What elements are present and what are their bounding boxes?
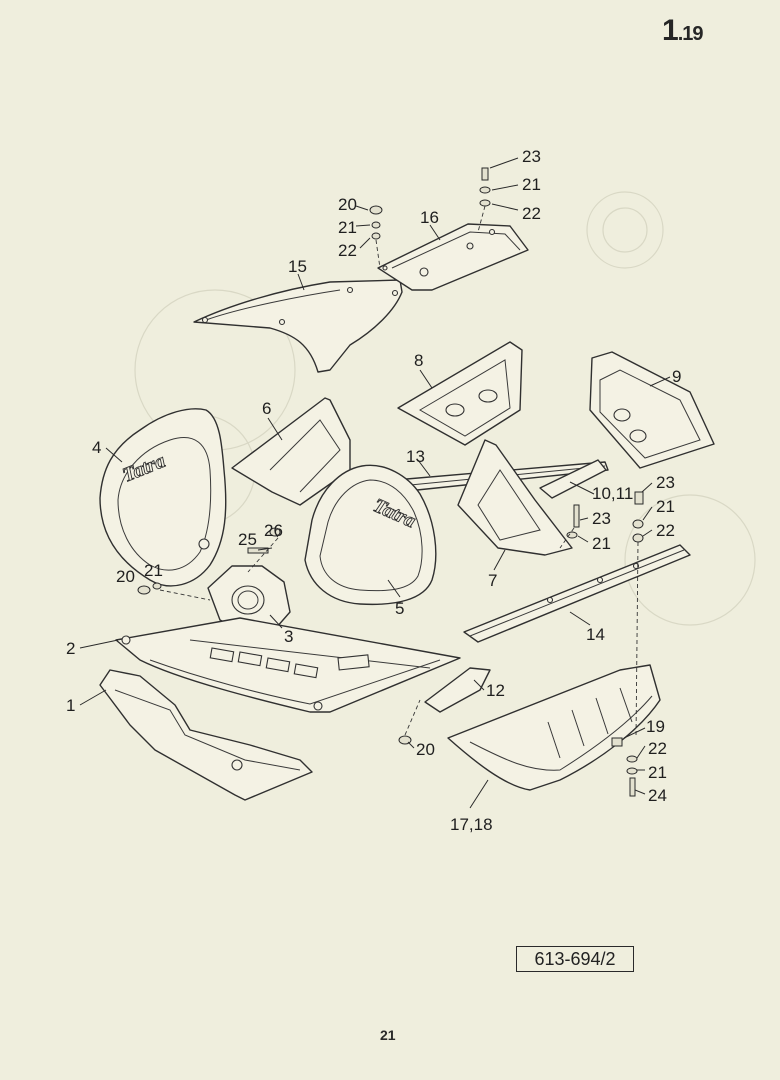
callout-12: 12 bbox=[486, 681, 505, 700]
page-number: 21 bbox=[380, 1027, 396, 1043]
callout-3: 3 bbox=[284, 627, 293, 646]
part-2-bottom-tray bbox=[115, 617, 461, 713]
callout-10-11: 10,11 bbox=[592, 484, 633, 503]
callout-7: 7 bbox=[488, 571, 497, 590]
alignment-lines bbox=[159, 205, 639, 739]
callout-21-mid: 21 bbox=[592, 534, 611, 553]
callout-22-top: 22 bbox=[338, 241, 357, 260]
callout-8: 8 bbox=[414, 351, 423, 370]
callout-20-bottom: 20 bbox=[416, 740, 435, 759]
callout-21-top: 21 bbox=[338, 218, 357, 237]
callout-15: 15 bbox=[288, 257, 307, 276]
part-15-shroud bbox=[193, 279, 403, 373]
part-8-panel bbox=[397, 341, 523, 446]
callout-13: 13 bbox=[406, 447, 425, 466]
callout-24: 24 bbox=[648, 786, 667, 805]
callout-19: 19 bbox=[646, 717, 665, 736]
part-6-bracket-panel bbox=[231, 397, 351, 506]
part-12-small-plate bbox=[424, 667, 491, 713]
section-major: 1 bbox=[662, 14, 679, 47]
part-4-left-cover bbox=[99, 408, 227, 587]
callout-1: 1 bbox=[66, 696, 75, 715]
part-16-top-plate bbox=[377, 223, 529, 291]
part-9-side-panel bbox=[589, 351, 715, 469]
part-17-18-curved-cover bbox=[447, 664, 661, 791]
callout-26: 26 bbox=[264, 521, 283, 540]
part-14-long-rail bbox=[463, 544, 691, 643]
section-number: 1.19 bbox=[662, 14, 703, 48]
callout-21-right: 21 bbox=[656, 497, 675, 516]
leader-lines bbox=[79, 157, 671, 809]
callout-21-bottom: 21 bbox=[648, 763, 667, 782]
callout-16: 16 bbox=[420, 208, 439, 227]
part-7-panel bbox=[457, 439, 573, 556]
callout-labels: 1 2 3 4 5 6 7 8 9 10,11 12 13 14 15 16 1… bbox=[66, 147, 681, 834]
callout-20-left: 20 bbox=[116, 567, 135, 586]
callout-4: 4 bbox=[92, 438, 101, 457]
callout-21-top-right: 21 bbox=[522, 175, 541, 194]
callout-14: 14 bbox=[586, 625, 605, 644]
callout-22-bottom: 22 bbox=[648, 739, 667, 758]
callout-2: 2 bbox=[66, 639, 75, 658]
callout-23-mid: 23 bbox=[592, 509, 611, 528]
callout-23-right: 23 bbox=[656, 473, 675, 492]
drawing-reference: 613-694/2 bbox=[516, 946, 634, 972]
part-5-right-cover bbox=[304, 464, 437, 606]
callout-23-top: 23 bbox=[522, 147, 541, 166]
section-minor: .19 bbox=[677, 23, 704, 45]
callout-22-right: 22 bbox=[656, 521, 675, 540]
callout-21-left: 21 bbox=[144, 561, 163, 580]
callout-17-18: 17,18 bbox=[450, 815, 493, 834]
callout-22-top-right: 22 bbox=[522, 204, 541, 223]
callout-20-top: 20 bbox=[338, 195, 357, 214]
callout-9: 9 bbox=[672, 367, 681, 386]
callout-6: 6 bbox=[262, 399, 271, 418]
callout-5: 5 bbox=[395, 599, 404, 618]
callout-25: 25 bbox=[238, 530, 257, 549]
part-10-11-plate bbox=[539, 459, 607, 499]
part-1-bottom-rail bbox=[99, 669, 313, 801]
hardware bbox=[137, 167, 644, 797]
